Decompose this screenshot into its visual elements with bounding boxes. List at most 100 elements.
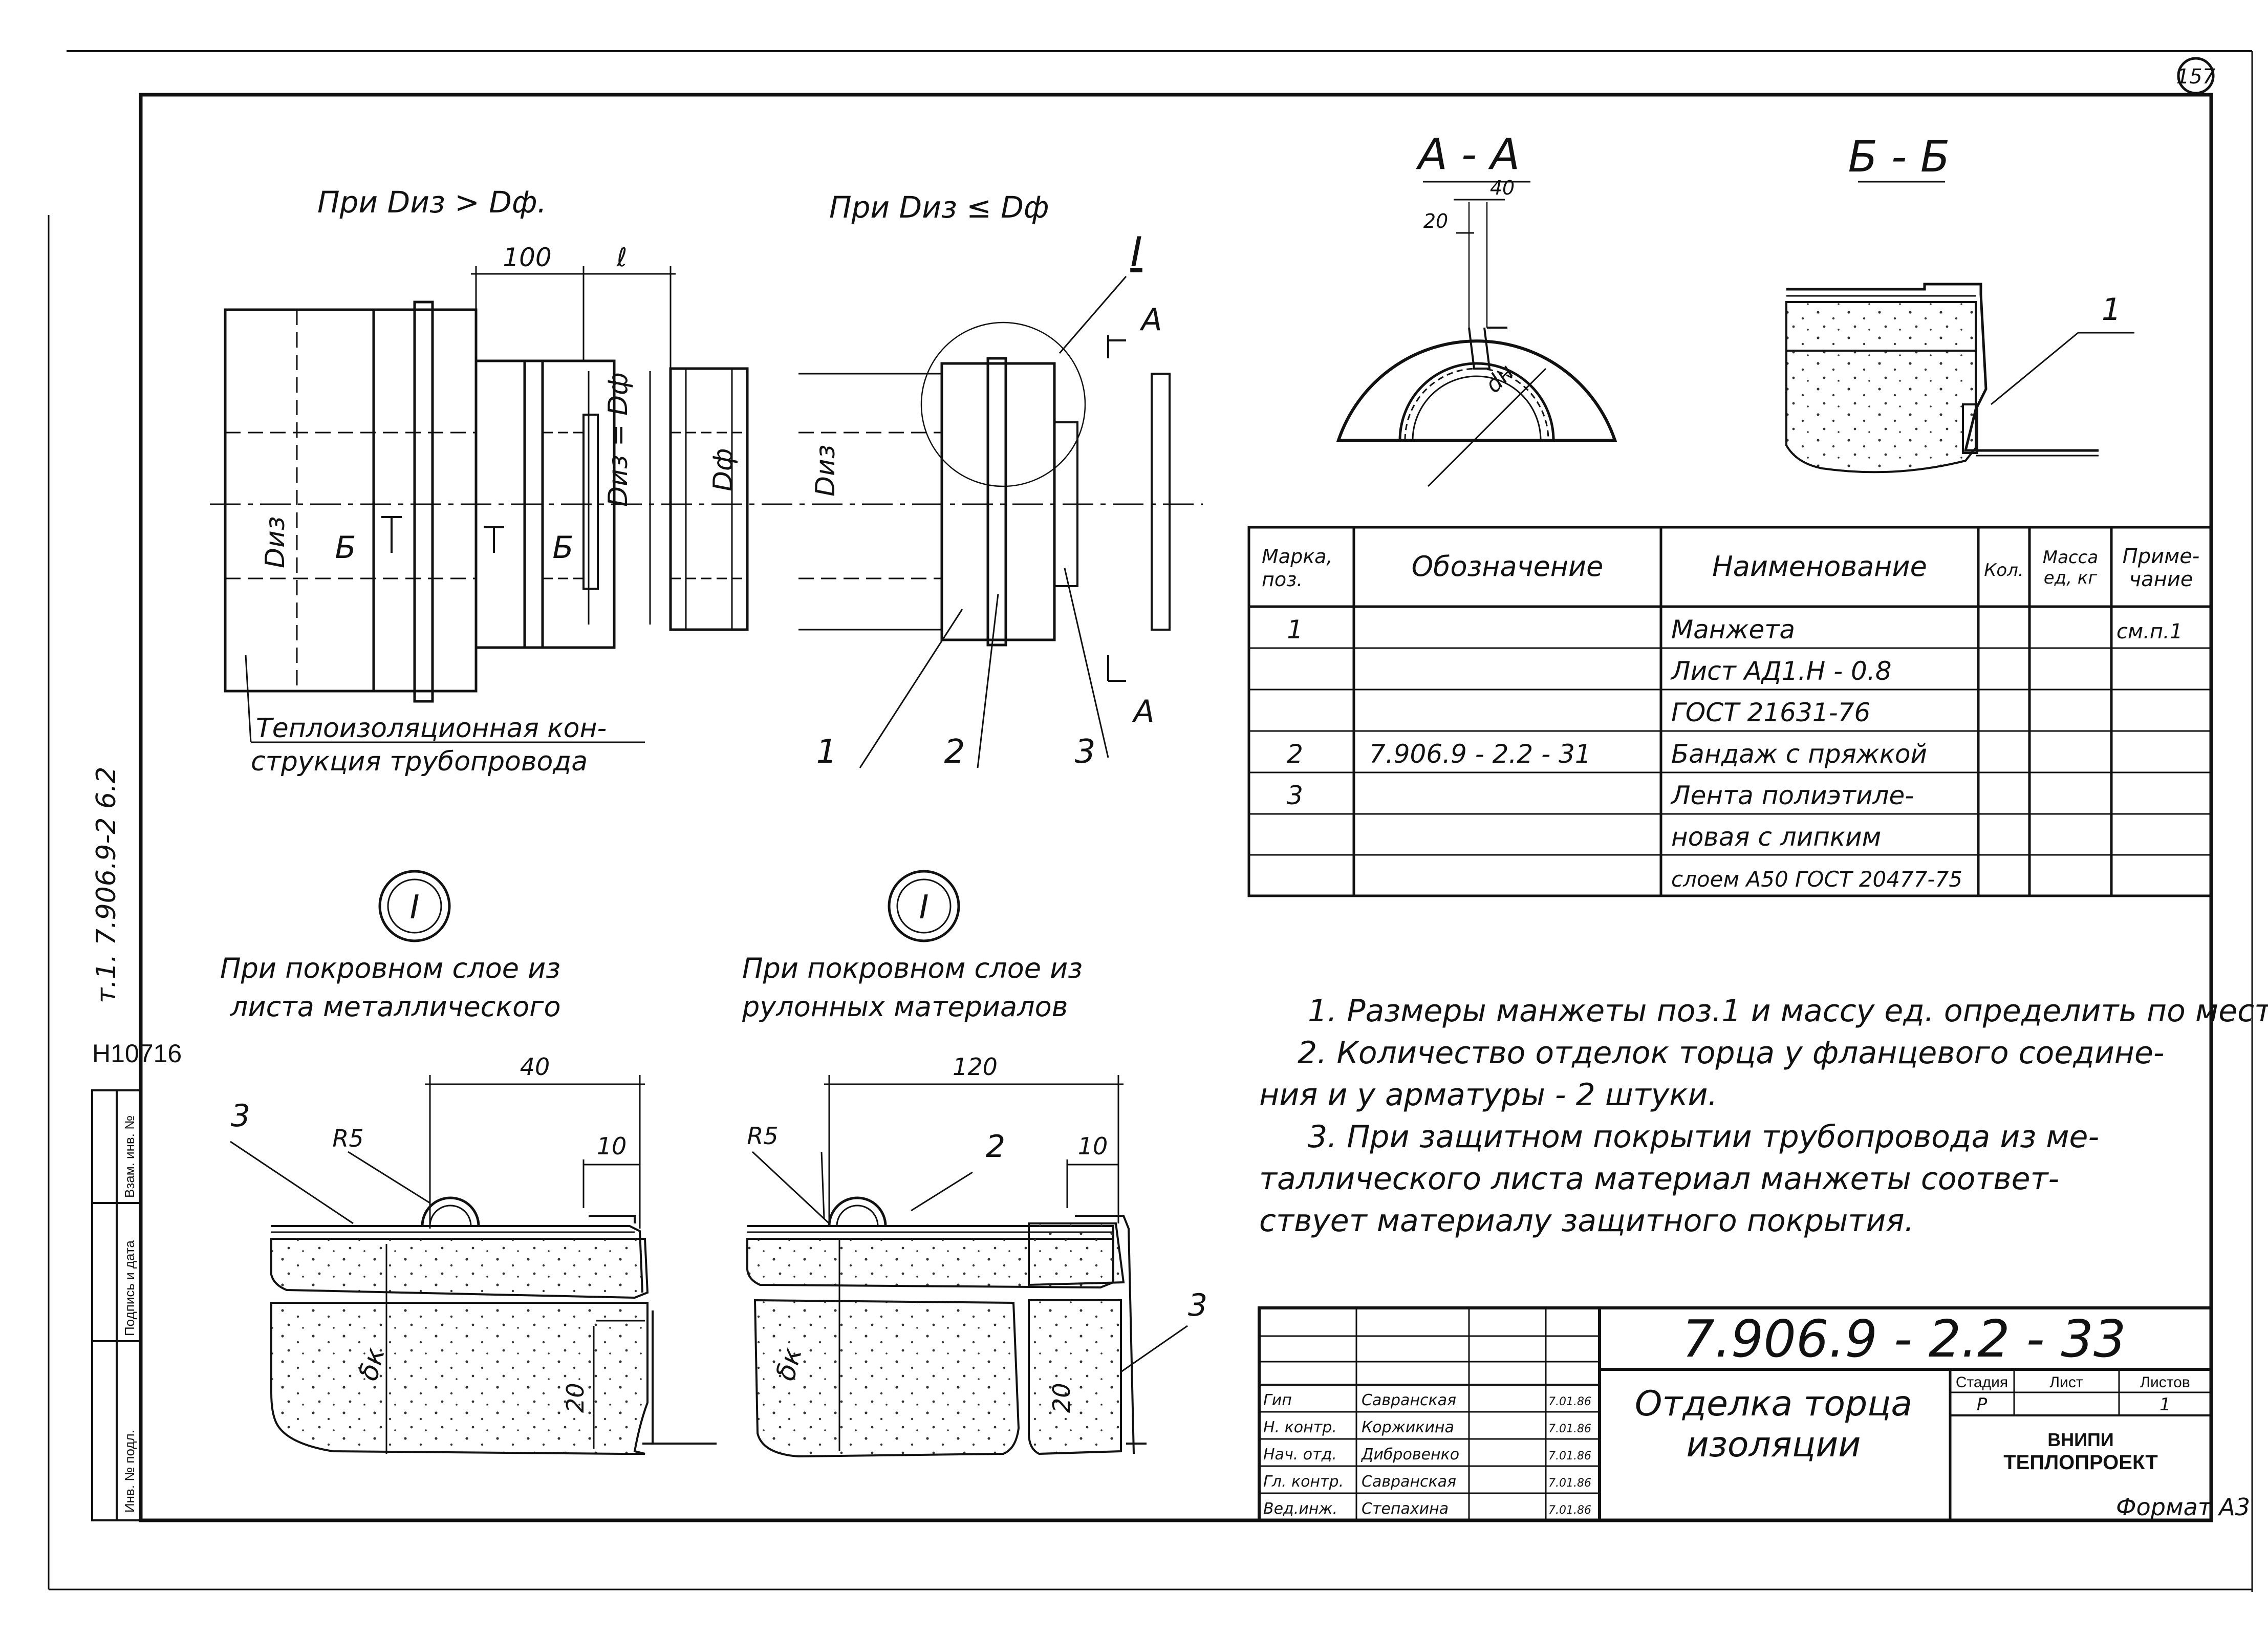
signature-name: Степахина xyxy=(1362,1500,1449,1518)
spec-name: ГОСТ 21631-76 xyxy=(1671,698,1870,727)
dimension-label: 40 xyxy=(1490,177,1515,199)
spec-header: поз. xyxy=(1262,568,1303,591)
spec-header: Обозначение xyxy=(1412,550,1604,583)
dimension-label: 10 xyxy=(1078,1132,1108,1160)
page-number-badge: 157 xyxy=(2176,57,2216,95)
construction-label: струкция трубопровода xyxy=(251,746,588,777)
callout-2: 2 xyxy=(986,1129,1005,1165)
signature-role: Н. контр. xyxy=(1263,1418,1337,1436)
callout-3: 3 xyxy=(1075,733,1096,771)
detail-caption: При покровном слое из xyxy=(220,952,560,984)
spec-name: Бандаж с пряжкой xyxy=(1671,739,1927,769)
section-mark: А xyxy=(1139,302,1162,338)
node-marker: I xyxy=(1130,228,1142,276)
stage-header: Стадия xyxy=(1956,1374,2008,1391)
dimension-label: R5 xyxy=(332,1125,363,1152)
signature-date: 7.01.86 xyxy=(1548,1450,1591,1463)
left-margin-stamp xyxy=(91,1089,142,1521)
view-case2 xyxy=(798,276,1171,768)
spec-name: Лист АД1.Н - 0.8 xyxy=(1670,656,1892,686)
stamp-label: Инв. № подл. xyxy=(122,1430,137,1513)
section-aa xyxy=(1336,181,1617,487)
title-block-grid xyxy=(1258,1306,2213,1522)
callout-3: 3 xyxy=(231,1098,250,1134)
dimension-label: 10 xyxy=(597,1132,627,1160)
stage-header: Лист xyxy=(2049,1374,2083,1391)
detail-right xyxy=(746,870,1188,1458)
view-case1 xyxy=(210,266,1203,743)
spec-header: ед, кг xyxy=(2044,568,2098,588)
organization: ВНИПИ xyxy=(2047,1429,2114,1450)
node-marker: I xyxy=(919,889,929,927)
spec-name: слоем А50 ГОСТ 20477-75 xyxy=(1671,867,1962,892)
drawing-title: изоляции xyxy=(1687,1425,1861,1465)
stamp-label: Подпись и дата xyxy=(122,1240,137,1336)
dimension-label: 40 xyxy=(520,1053,550,1081)
drawing-title: Отделка торца xyxy=(1635,1384,1912,1424)
format-label: Формат А3 xyxy=(2116,1493,2250,1521)
dimension-label: 20 xyxy=(1423,210,1448,232)
spec-mark: 1 xyxy=(1287,615,1303,644)
signature-date: 7.01.86 xyxy=(1548,1477,1591,1490)
stage-value: Р xyxy=(1977,1394,1988,1415)
view-title: При Dиз > Dф. xyxy=(317,185,547,220)
dimension-label: R5 xyxy=(747,1122,778,1150)
spec-note: см.п.1 xyxy=(2116,620,2183,643)
note-line: 1. Размеры манжеты поз.1 и массу ед. опр… xyxy=(1308,993,2268,1029)
construction-label: Теплоизоляционная кон- xyxy=(256,713,607,744)
signature-name: Коржикина xyxy=(1362,1418,1454,1436)
node-marker: I xyxy=(410,889,420,927)
signature-name: Савранская xyxy=(1362,1391,1456,1409)
spec-name: Манжета xyxy=(1671,615,1795,644)
detail-left xyxy=(230,870,717,1455)
signature-role: Гл. контр. xyxy=(1263,1473,1344,1491)
spec-name: Лента полиэтиле- xyxy=(1670,781,1914,810)
signature-name: Савранская xyxy=(1362,1473,1456,1491)
note-line: ния и у арматуры - 2 штуки. xyxy=(1259,1077,1718,1113)
dimension-label: Dиз xyxy=(260,517,291,569)
callout-3: 3 xyxy=(1188,1287,1207,1323)
spec-designation: 7.906.9 - 2.2 - 31 xyxy=(1369,739,1591,769)
section-bb xyxy=(1785,181,2134,474)
inventory-number: Н10716 xyxy=(92,1039,182,1068)
detail-caption: рулонных материалов xyxy=(742,991,1068,1023)
spec-header: Наименование xyxy=(1712,550,1927,583)
dimension-label: Dиз xyxy=(810,445,841,497)
detail-caption: листа металлического xyxy=(230,991,561,1023)
stage-header: Листов xyxy=(2140,1374,2190,1391)
spec-name: новая с липким xyxy=(1671,822,1881,852)
dimension-label: 20 xyxy=(1048,1383,1075,1413)
dimension-label: Dиз = Dф xyxy=(603,372,634,507)
view-title: При Dиз ≤ Dф xyxy=(829,190,1049,225)
stamp-label: Взам. инв. № xyxy=(122,1115,137,1198)
section-mark: А xyxy=(1131,694,1154,729)
signature-name: Дибровенко xyxy=(1360,1446,1459,1464)
dimension-label: 20 xyxy=(561,1383,589,1413)
dimension-label: 100 xyxy=(503,243,551,272)
stage-value: 1 xyxy=(2159,1394,2171,1415)
organization: ТЕПЛОПРОЕКТ xyxy=(2003,1451,2158,1474)
dimension-label: Dф xyxy=(708,448,739,492)
spec-mark: 2 xyxy=(1287,739,1303,769)
signature-date: 7.01.86 xyxy=(1548,1504,1591,1517)
section-mark: Б xyxy=(335,530,356,566)
general-notes: 1. Размеры манжеты поз.1 и массу ед. опр… xyxy=(1259,993,2268,1239)
callout-1: 1 xyxy=(2102,292,2121,328)
signature-date: 7.01.86 xyxy=(1548,1395,1591,1408)
spec-header: Приме- xyxy=(2123,545,2200,568)
drawing-number: 7.906.9 - 2.2 - 33 xyxy=(1682,1309,2126,1369)
section-aa-title: А - А xyxy=(1416,129,1520,179)
spec-header: чание xyxy=(2129,568,2193,591)
signature-role: Гип xyxy=(1263,1391,1292,1409)
spec-mark: 3 xyxy=(1287,781,1303,810)
note-line: таллического листа материал манжеты соот… xyxy=(1259,1161,2059,1197)
signature-date: 7.01.86 xyxy=(1548,1423,1591,1435)
spec-header: Марка, xyxy=(1262,545,1333,568)
dimension-label: ℓ xyxy=(616,243,628,272)
section-mark: Б xyxy=(552,530,573,566)
note-line: 3. При защитном покрытии трубопровода из… xyxy=(1308,1119,2099,1155)
note-line: 2. Количество отделок торца у фланцевого… xyxy=(1298,1035,2165,1071)
spec-header: Кол. xyxy=(1984,560,2023,580)
